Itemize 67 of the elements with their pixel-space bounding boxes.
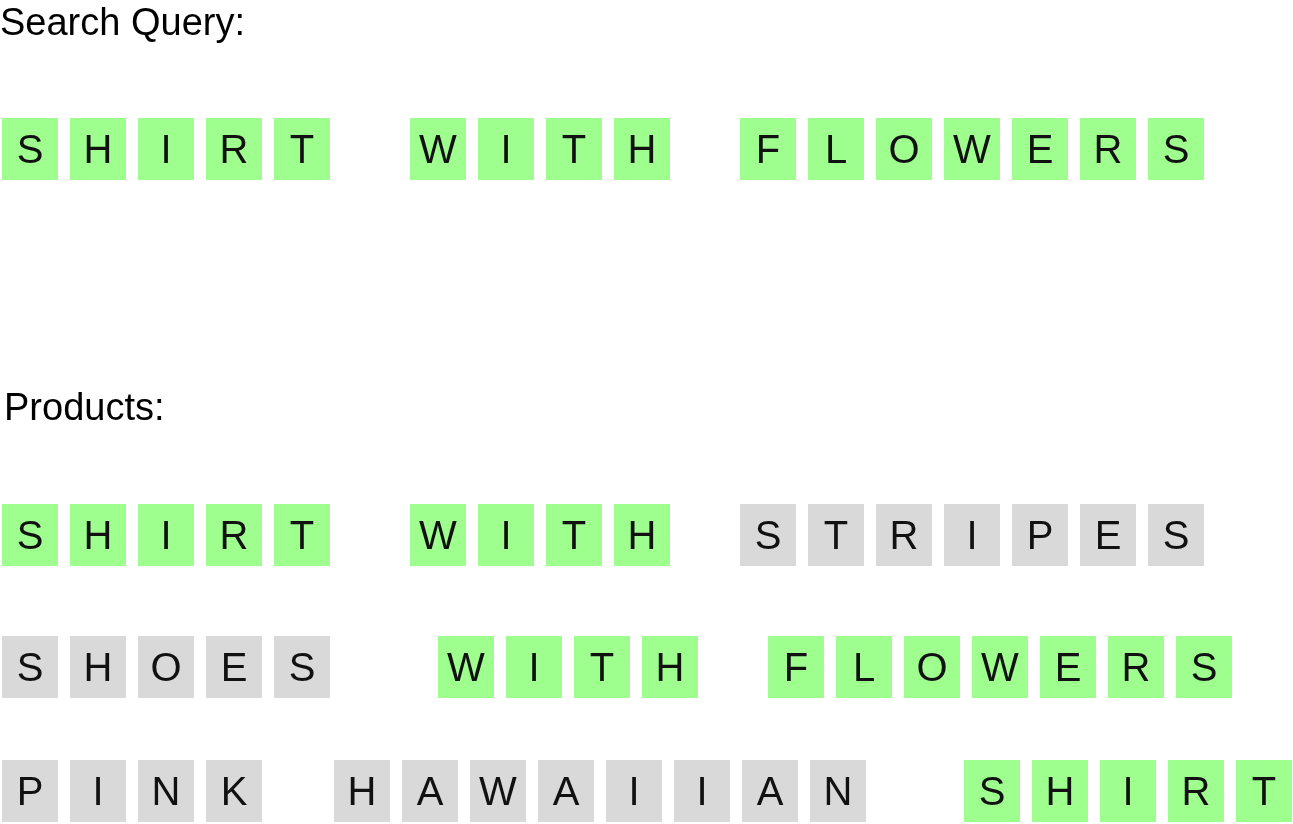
letter-tile: O — [904, 636, 960, 698]
letter-tile: R — [1108, 636, 1164, 698]
letter-tile: I — [478, 118, 534, 180]
letter-tile: W — [438, 636, 494, 698]
letter-tile: E — [1040, 636, 1096, 698]
letter-tile: S — [2, 636, 58, 698]
letter-tile: I — [606, 760, 662, 822]
letter-tile: S — [1148, 504, 1204, 566]
letter-tile: H — [70, 118, 126, 180]
letter-tile: S — [740, 504, 796, 566]
letter-tile: F — [768, 636, 824, 698]
letter-tile: R — [1168, 760, 1224, 822]
letter-tile: A — [742, 760, 798, 822]
letter-tile: P — [1012, 504, 1068, 566]
letter-tile: T — [546, 118, 602, 180]
letter-tile: W — [410, 118, 466, 180]
letter-tile: O — [138, 636, 194, 698]
letter-tile: S — [964, 760, 1020, 822]
letter-tile: T — [274, 118, 330, 180]
letter-tile: S — [2, 118, 58, 180]
letter-tile: I — [674, 760, 730, 822]
letter-tile: H — [1032, 760, 1088, 822]
letter-tile: I — [478, 504, 534, 566]
section-heading: Search Query: — [0, 3, 245, 41]
letter-tile: H — [642, 636, 698, 698]
letter-tile: H — [614, 118, 670, 180]
letter-tile: E — [1080, 504, 1136, 566]
letter-tile: S — [274, 636, 330, 698]
letter-tile: L — [836, 636, 892, 698]
letter-tile: I — [506, 636, 562, 698]
letter-tile: I — [138, 504, 194, 566]
letter-tile: A — [538, 760, 594, 822]
letter-tile: R — [206, 504, 262, 566]
letter-tile: A — [402, 760, 458, 822]
letter-tile: H — [614, 504, 670, 566]
letter-tile: N — [810, 760, 866, 822]
letter-tile: W — [944, 118, 1000, 180]
letter-tile: L — [808, 118, 864, 180]
letter-tile: T — [574, 636, 630, 698]
letter-tile: I — [70, 760, 126, 822]
letter-tile: S — [1176, 636, 1232, 698]
letter-tile: W — [470, 760, 526, 822]
letter-tile: R — [1080, 118, 1136, 180]
letter-tile: T — [808, 504, 864, 566]
letter-tile: F — [740, 118, 796, 180]
letter-tile: N — [138, 760, 194, 822]
letter-tile: P — [2, 760, 58, 822]
letter-tile: T — [546, 504, 602, 566]
letter-tile: W — [410, 504, 466, 566]
letter-tile: S — [1148, 118, 1204, 180]
letter-tile: E — [1012, 118, 1068, 180]
section-heading: Products: — [4, 388, 165, 426]
letter-tile: H — [334, 760, 390, 822]
letter-tile: R — [876, 504, 932, 566]
letter-tile: T — [1236, 760, 1292, 822]
letter-tile: I — [1100, 760, 1156, 822]
letter-tile: T — [274, 504, 330, 566]
letter-tile: H — [70, 504, 126, 566]
letter-tile: R — [206, 118, 262, 180]
letter-tile: E — [206, 636, 262, 698]
letter-tile: K — [206, 760, 262, 822]
letter-tile: O — [876, 118, 932, 180]
letter-tile: W — [972, 636, 1028, 698]
letter-tile: S — [2, 504, 58, 566]
letter-tile: I — [944, 504, 1000, 566]
letter-tile: I — [138, 118, 194, 180]
letter-tile: H — [70, 636, 126, 698]
